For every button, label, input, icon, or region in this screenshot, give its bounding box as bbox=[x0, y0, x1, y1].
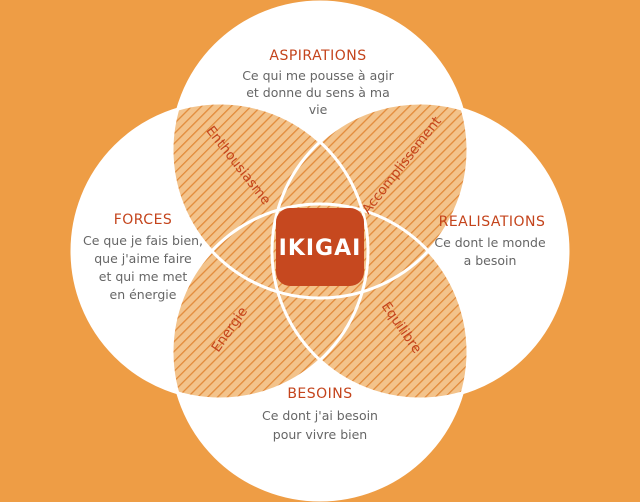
circle-left-text: FORCES Ce que je fais bien, que j'aime f… bbox=[83, 212, 203, 302]
lens-bottom-right bbox=[272, 204, 468, 399]
aspirations-line-3: vie bbox=[309, 102, 328, 117]
aspirations-line-2: et donne du sens à ma bbox=[246, 85, 390, 100]
center-badge bbox=[276, 208, 364, 286]
forces-line-3: et qui me met bbox=[99, 269, 188, 284]
circle-outlines bbox=[70, 0, 570, 502]
forces-title: FORCES bbox=[114, 212, 173, 228]
hatched-intersections bbox=[172, 103, 468, 399]
besoins-title: BESOINS bbox=[287, 386, 352, 402]
besoins-line-1: Ce dont j'ai besoin bbox=[262, 408, 378, 423]
aspirations-title: ASPIRATIONS bbox=[269, 48, 366, 64]
center-ikigai: IKIGAI bbox=[276, 208, 364, 286]
forces-line-1: Ce que je fais bien, bbox=[83, 233, 203, 248]
realisations-line-2: a besoin bbox=[464, 253, 517, 268]
forces-line-4: en énergie bbox=[110, 287, 177, 302]
circle-right-text: REALISATIONS Ce dont le monde a besoin bbox=[434, 214, 546, 268]
circle-top-text: ASPIRATIONS Ce qui me pousse à agir et d… bbox=[242, 48, 394, 117]
aspirations-line-1: Ce qui me pousse à agir bbox=[242, 68, 394, 83]
realisations-title: REALISATIONS bbox=[439, 214, 546, 230]
center-label: IKIGAI bbox=[279, 236, 362, 261]
besoins-line-2: pour vivre bien bbox=[273, 427, 367, 442]
forces-line-2: que j'aime faire bbox=[94, 251, 192, 266]
realisations-line-1: Ce dont le monde bbox=[434, 235, 546, 250]
circle-bottom-text: BESOINS Ce dont j'ai besoin pour vivre b… bbox=[262, 386, 378, 442]
